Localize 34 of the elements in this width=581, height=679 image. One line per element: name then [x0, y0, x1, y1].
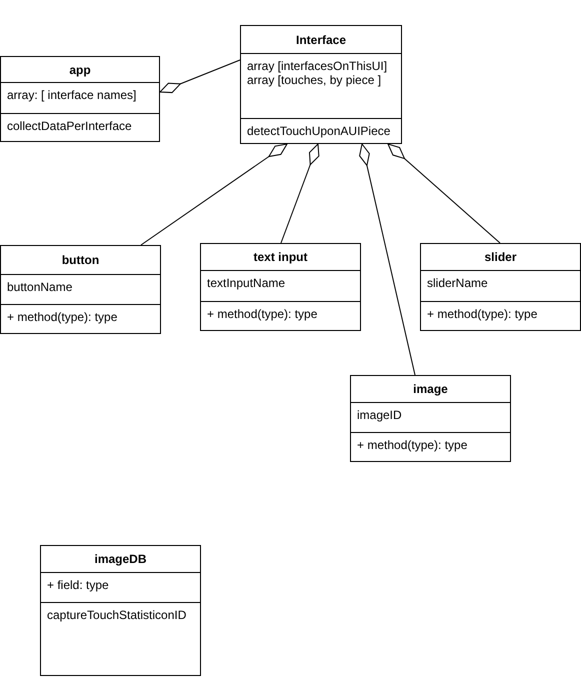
class-name: button	[62, 253, 100, 267]
class-attribute: array [touches, by piece ]	[247, 73, 382, 87]
class-attribute: imageID	[357, 408, 403, 422]
aggregation-line	[140, 144, 288, 246]
class-attribute: + field: type	[47, 578, 110, 592]
class-method: + method(type): type	[357, 438, 468, 452]
class-name: text input	[254, 250, 308, 264]
aggregation-line	[359, 144, 416, 376]
class-method: collectDataPerInterface	[7, 119, 133, 133]
class-box	[420, 243, 581, 331]
class-attribute: array: [ interface names]	[7, 88, 138, 102]
class-box	[200, 243, 361, 331]
class-name: app	[69, 62, 91, 76]
class-box	[0, 56, 160, 142]
class-method: + method(type): type	[7, 310, 118, 324]
class-method: + method(type): type	[427, 307, 538, 321]
class-attribute: buttonName	[7, 280, 74, 294]
aggregation-line	[388, 144, 500, 244]
aggregation-line	[280, 144, 320, 244]
class-attribute: array [interfacesOnThisUI]	[247, 59, 388, 73]
class-method: detectTouchUponAUIPiece	[247, 124, 392, 138]
class-box	[40, 545, 201, 676]
class-attribute: sliderName	[427, 276, 489, 290]
class-name: slider	[484, 250, 516, 264]
class-box	[240, 25, 402, 144]
class-box	[0, 245, 161, 334]
aggregation-line	[160, 60, 240, 94]
class-name: imageDB	[94, 552, 146, 566]
class-method: + method(type): type	[207, 307, 318, 321]
class-method: captureTouchStatisticonID	[47, 608, 188, 622]
class-name: image	[413, 382, 448, 396]
class-attribute: textInputName	[207, 276, 286, 290]
class-box	[350, 375, 511, 462]
class-name: Interface	[296, 32, 346, 46]
